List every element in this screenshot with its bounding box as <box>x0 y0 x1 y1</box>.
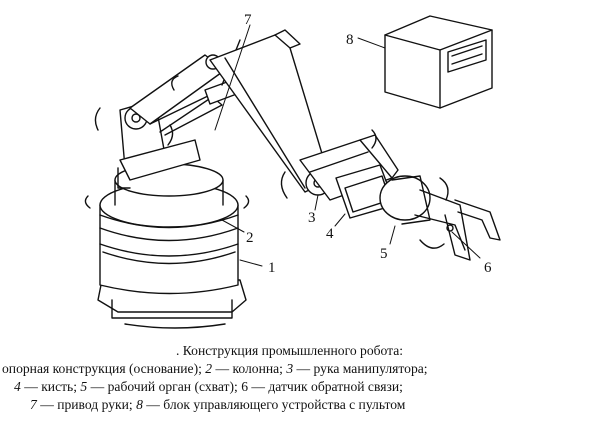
caption-run: 2 <box>205 361 213 376</box>
label-2: 2 <box>246 230 254 246</box>
caption-run: — кисть; <box>20 379 81 394</box>
label-7: 7 <box>244 12 252 28</box>
caption-run: 3 <box>286 361 294 376</box>
caption-run: 7 <box>30 397 37 412</box>
control-unit <box>384 15 493 109</box>
label-8: 8 <box>346 32 354 48</box>
caption-line-3: 7 — привод руки; 8 — блок управляющего у… <box>30 396 405 414</box>
caption-run: 4 <box>14 379 21 394</box>
caption-title: . Конструкция промышленного робота: <box>176 343 404 358</box>
figure-caption: . Конструкция промышленного робота: опор… <box>0 340 607 428</box>
caption-run: 8 <box>136 397 143 412</box>
gripper <box>379 175 501 261</box>
robot-diagram: 1 2 3 4 5 6 7 8 <box>84 12 501 329</box>
label-6: 6 <box>484 260 492 276</box>
caption-run: 5 <box>80 379 88 394</box>
caption-run: — блок управляющего устройства с пультом <box>142 397 406 412</box>
caption-run: — колонна; <box>212 361 287 376</box>
caption-line-1: опорная конструкция (основание); 2 — кол… <box>2 360 428 378</box>
caption-line-2: 4 — кисть; 5 — рабочий орган (схват); 6 … <box>14 378 403 396</box>
label-4: 4 <box>326 226 334 242</box>
caption-run: — рабочий орган (схват); 6 — датчик обра… <box>87 379 403 394</box>
label-3: 3 <box>308 210 316 226</box>
label-1: 1 <box>268 260 276 276</box>
column <box>84 163 250 295</box>
caption-run: — привод руки; <box>36 397 137 412</box>
caption-run: — рука манипулятора; <box>293 361 428 376</box>
label-5: 5 <box>380 246 388 262</box>
caption-run: опорная конструкция (основание); <box>2 361 206 376</box>
